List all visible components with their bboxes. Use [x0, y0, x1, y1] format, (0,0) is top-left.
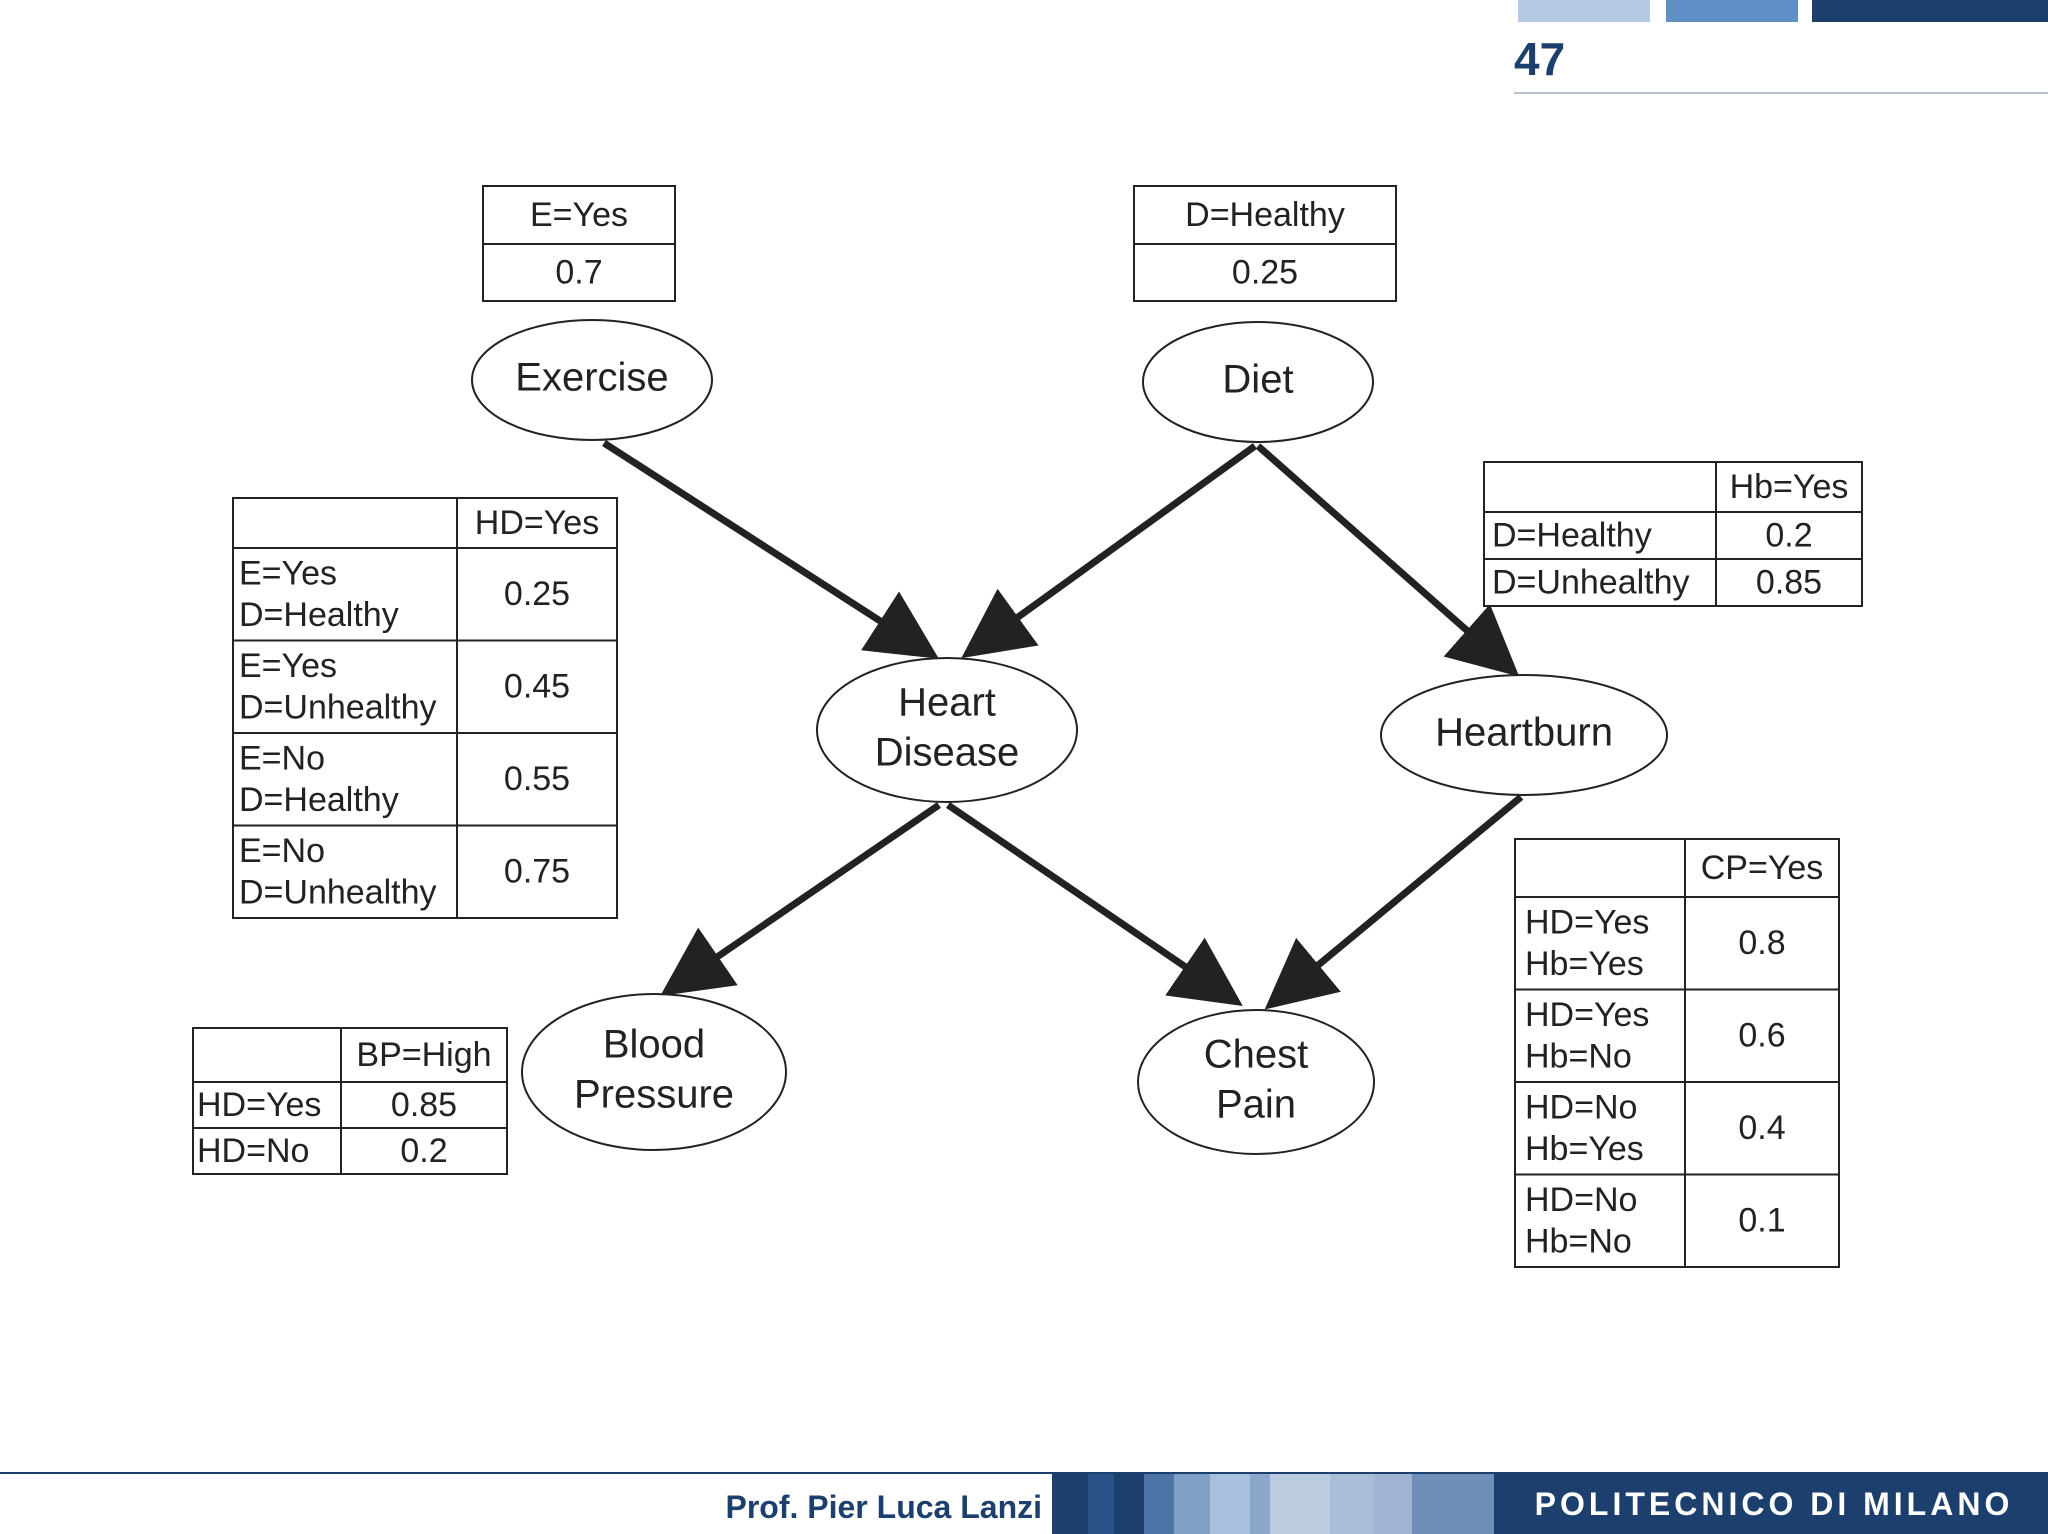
table-value: 0.25: [1232, 253, 1298, 291]
node-ellipse: [521, 993, 787, 1151]
footer-rule: [0, 1472, 2048, 1474]
table-condition: HD=Yes: [1525, 903, 1649, 941]
header-accent-mid: [1666, 0, 1798, 22]
table-condition: HD=No: [1525, 1088, 1637, 1126]
node-label: Exercise: [515, 356, 668, 400]
node-ellipse: [471, 319, 713, 441]
table-value: 0.6: [1738, 1017, 1785, 1055]
table-condition: HD=No: [197, 1132, 309, 1170]
table-value: 0.85: [1756, 563, 1822, 601]
edge-diet-to-heartburn: [1255, 443, 1520, 677]
node-label: Pain: [1216, 1083, 1296, 1127]
node-label: Heart: [898, 681, 996, 725]
table-condition: E=Yes: [239, 647, 337, 685]
table-condition: D=Healthy: [239, 781, 399, 819]
table-condition: HD=Yes: [197, 1086, 321, 1124]
table-value: 0.45: [504, 668, 570, 706]
edge-diet-to-heart-disease: [961, 443, 1258, 659]
table-header: BP=High: [356, 1036, 491, 1074]
table-value: 0.7: [555, 253, 602, 291]
node-label: Chest: [1204, 1033, 1309, 1077]
node-ellipse: [816, 657, 1078, 803]
node-heartburn: Heartburn: [1380, 674, 1668, 796]
table-condition: D=Unhealthy: [239, 688, 437, 726]
table-condition: Hb=No: [1525, 1222, 1632, 1260]
probability-tables: E=Yes0.7D=Healthy0.25HD=YesE=YesD=Health…: [192, 185, 1863, 1268]
table-condition: HD=Yes: [1525, 996, 1649, 1034]
node-label: Pressure: [574, 1073, 734, 1117]
table-condition: Hb=Yes: [1525, 945, 1644, 983]
table-condition: E=Yes: [239, 554, 337, 592]
institution-name: POLITECNICO DI MILANO: [1534, 1486, 2014, 1522]
edge-exercise-to-heart-disease: [602, 440, 939, 659]
cpt-table-chest-pain: CP=YesHD=YesHb=Yes0.8HD=YesHb=No0.6HD=No…: [1514, 838, 1840, 1268]
prior-table-diet: D=Healthy 0.25: [1133, 185, 1397, 302]
author-name: Prof. Pier Luca Lanzi: [725, 1489, 1042, 1525]
table-value: 0.55: [504, 760, 570, 798]
table-condition: HD=No: [1525, 1181, 1637, 1219]
node-diet: Diet: [1142, 321, 1374, 443]
node-label: Heartburn: [1435, 711, 1613, 755]
table-value: 0.85: [391, 1086, 457, 1124]
table-value: 0.2: [400, 1132, 447, 1170]
table-condition: D=Healthy: [239, 596, 399, 634]
table-value: 0.75: [504, 853, 570, 891]
node-ellipse: [1137, 1009, 1375, 1155]
table-condition: Hb=No: [1525, 1037, 1632, 1075]
table-condition: D=Healthy: [1492, 516, 1652, 554]
node-label: Disease: [875, 731, 1020, 775]
table-header: CP=Yes: [1701, 849, 1824, 887]
node-ellipse: [1380, 674, 1668, 796]
node-label: Diet: [1222, 358, 1293, 402]
table-value: 0.8: [1738, 924, 1785, 962]
node-label: Blood: [603, 1023, 705, 1067]
table-value: 0.2: [1765, 516, 1812, 554]
slide-number: 47: [1514, 33, 1566, 85]
node-exercise: Exercise: [471, 319, 713, 441]
table-header: E=Yes: [530, 196, 628, 234]
table-header: D=Healthy: [1185, 196, 1345, 234]
edge-heartburn-to-chest-pain: [1264, 794, 1524, 1010]
header-accent-light: [1518, 0, 1650, 22]
edges: [602, 440, 1524, 1010]
table-condition: E=No: [239, 832, 325, 870]
header-rule: [1514, 92, 2048, 94]
prior-table-exercise: E=Yes 0.7: [482, 185, 676, 302]
table-value: 0.1: [1738, 1202, 1785, 1240]
table-header: Hb=Yes: [1730, 468, 1849, 506]
cpt-table-heart-disease: HD=YesE=YesD=Healthy0.25E=YesD=Unhealthy…: [232, 497, 618, 919]
table-value: 0.25: [504, 575, 570, 613]
table-condition: E=No: [239, 739, 325, 777]
node-ellipse: [1142, 321, 1374, 443]
footer-band: [1052, 1474, 2048, 1534]
table-value: 0.4: [1738, 1109, 1785, 1147]
table-condition: D=Unhealthy: [1492, 563, 1690, 601]
table-condition: D=Unhealthy: [239, 873, 437, 911]
table-header: HD=Yes: [475, 504, 599, 542]
table-condition: Hb=Yes: [1525, 1130, 1644, 1168]
edge-heart-disease-to-chest-pain: [946, 802, 1243, 1006]
edge-heart-disease-to-blood-pressure: [660, 802, 941, 996]
header-accent-dark: [1812, 0, 2048, 22]
